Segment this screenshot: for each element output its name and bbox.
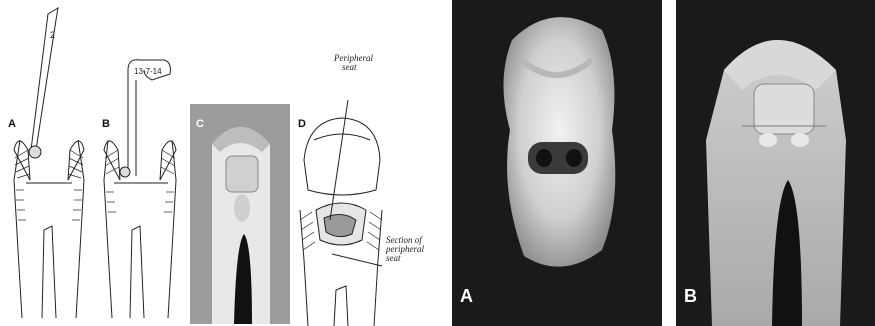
label-b-left: B xyxy=(102,118,110,130)
label-c-left: C xyxy=(196,118,204,130)
annotation-peripheral-seat: Peripheral seat xyxy=(334,54,373,72)
instrument-a-label: 2 xyxy=(50,30,55,40)
photo-right-b xyxy=(676,0,875,326)
annotation-section-peripheral-seat: Section of peripheral seat xyxy=(386,236,424,263)
drawing-b: 13-7-14 xyxy=(98,0,186,326)
drawing-a: 2 xyxy=(0,0,100,326)
label-b-right: B xyxy=(684,286,697,307)
label-d-left: D xyxy=(298,118,306,130)
photo-c xyxy=(190,104,290,324)
label-a-right: A xyxy=(460,286,473,307)
photo-right-a xyxy=(452,0,662,326)
left-figure: 2 A 13-7-14 xyxy=(0,0,450,326)
label-a-left: A xyxy=(8,118,16,130)
photo-divider xyxy=(662,0,676,326)
drawing-d xyxy=(294,100,388,326)
instrument-b-label: 13-7-14 xyxy=(134,67,162,76)
